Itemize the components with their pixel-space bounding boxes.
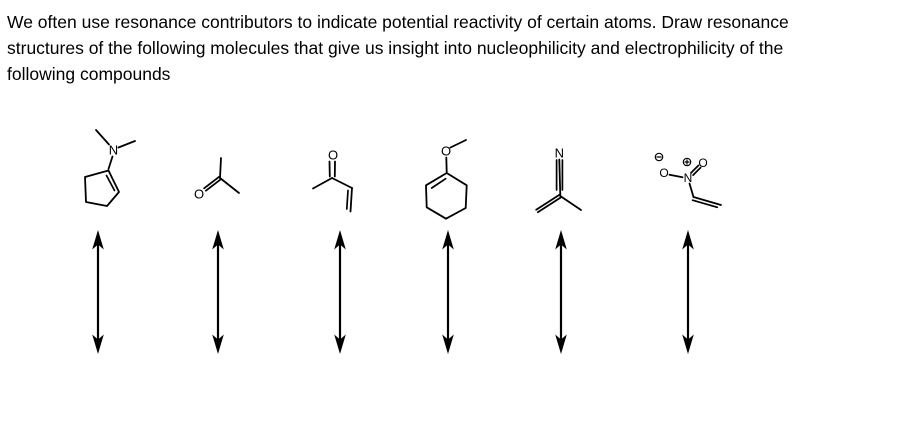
- ring-double-bond: [105, 174, 116, 192]
- molecule-enone: O: [312, 148, 353, 213]
- cyclohexene-ring: [425, 172, 468, 220]
- nitrogen-label: N: [555, 146, 564, 161]
- minus-charge-icon: [654, 152, 664, 162]
- methyl-bond: [219, 177, 240, 194]
- double-headed-arrow-icon: [92, 230, 104, 354]
- molecule-enol-ether: O: [425, 139, 468, 220]
- methyl-bond: [312, 177, 333, 190]
- oxygen-label: O: [659, 166, 668, 180]
- problem-statement-line: We often use resonance contributors to i…: [7, 12, 789, 32]
- double-headed-arrow-icon: [334, 230, 346, 354]
- ring-double-bond: [430, 177, 447, 189]
- nitrile-triple-bond: [555, 158, 564, 197]
- n-c-bond: [688, 182, 695, 198]
- methyl-bond: [219, 157, 222, 179]
- methylene-double-bond: [535, 193, 562, 214]
- oxygen-label: O: [328, 148, 338, 163]
- o-n-bond: [668, 173, 684, 179]
- nitrogen-label: N: [684, 171, 693, 185]
- double-headed-arrow-icon: [212, 230, 224, 354]
- methyl-bond: [559, 195, 582, 211]
- cyclopentene-ring: [84, 169, 120, 207]
- vinyl-double-bond: [691, 196, 722, 209]
- vinyl-double-bond: [345, 187, 353, 213]
- molecule-nitroalkene: O N O: [654, 152, 722, 209]
- problem-statement-line: structures of the following molecules th…: [7, 38, 784, 58]
- oxygen-label: O: [441, 144, 451, 159]
- oxygen-label: O: [698, 156, 707, 170]
- carbonyl-double-bond: [328, 160, 336, 178]
- molecule-ketone: O: [194, 157, 240, 202]
- n-ring-bond: [107, 155, 114, 170]
- double-headed-arrow-icon: [442, 230, 454, 354]
- problem-statement-line: following compounds: [7, 64, 171, 84]
- double-headed-arrow-icon: [555, 230, 567, 354]
- c-c-bond: [331, 177, 353, 189]
- n-o-double-bond: [690, 164, 702, 176]
- oxygen-label: O: [194, 187, 204, 202]
- nitrogen-label: N: [109, 143, 118, 158]
- problem-statement: We often use resonance contributors to i…: [7, 9, 789, 87]
- plus-charge-icon: [682, 157, 692, 167]
- dimethylamino-group: N: [95, 129, 136, 158]
- methoxy-methyl-bond: [449, 139, 467, 149]
- molecule-nitrile: N: [535, 146, 582, 214]
- double-headed-arrow-icon: [682, 230, 694, 354]
- carbonyl-double-bond: [203, 175, 222, 192]
- molecule-enamine: N: [84, 129, 136, 207]
